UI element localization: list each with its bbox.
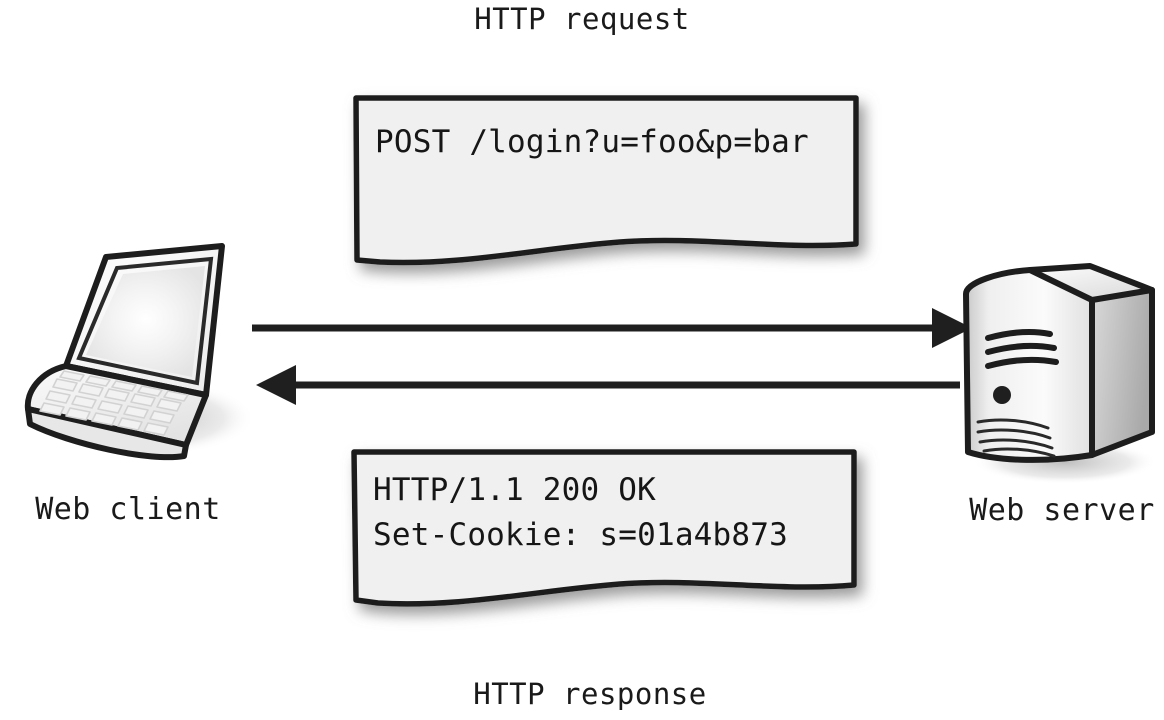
server-tower-icon <box>963 263 1157 484</box>
server-bottom-vents <box>976 418 1056 458</box>
server-top-vents <box>985 328 1059 369</box>
response-arrow <box>256 365 960 405</box>
client-label: Web client <box>35 492 221 527</box>
request-arrow <box>252 308 972 348</box>
response-message-line-2: Set-Cookie: s=01a4b873 <box>373 517 788 553</box>
request-message-line-1: POST /login?u=foo&p=bar <box>375 124 809 160</box>
laptop-keyboard-keys <box>39 370 189 436</box>
laptop-icon <box>24 243 255 461</box>
request-message-sheet <box>353 95 859 266</box>
response-message-sheet <box>351 449 857 607</box>
server-label: Web server <box>969 493 1155 528</box>
server-power-led <box>993 386 1011 404</box>
bottom-caption: HTTP response <box>473 677 706 711</box>
response-message-line-1: HTTP/1.1 200 OK <box>373 472 656 508</box>
top-caption: HTTP request <box>474 2 690 36</box>
